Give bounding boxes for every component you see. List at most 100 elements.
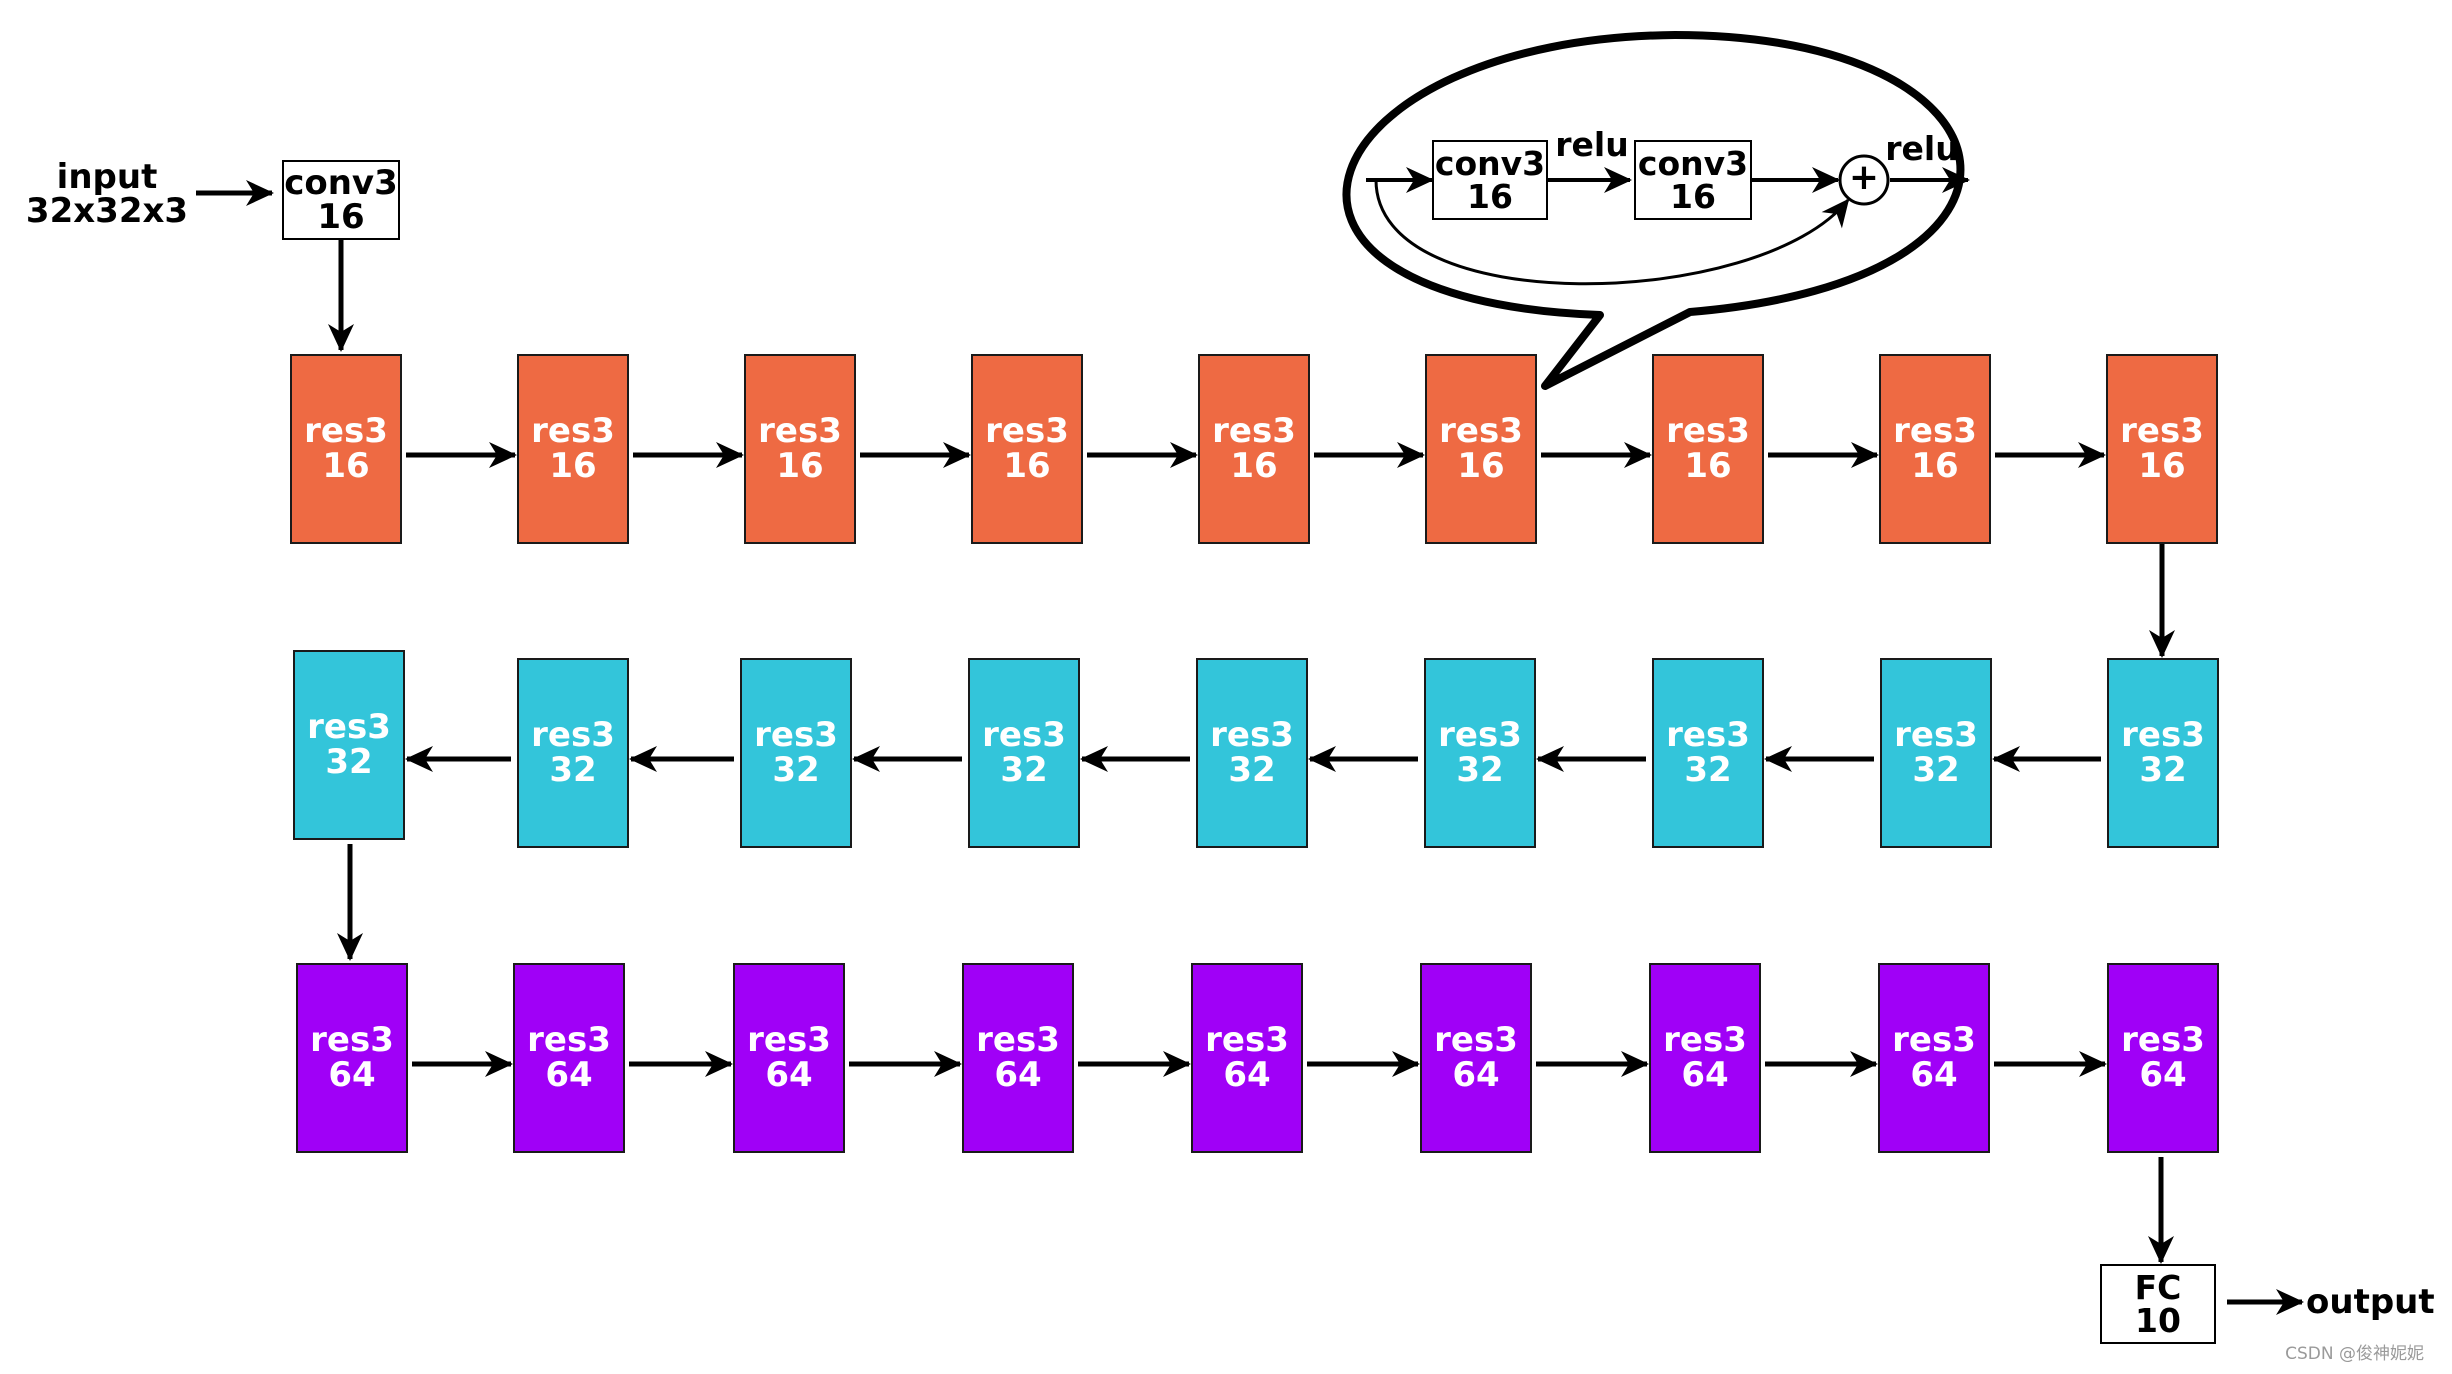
plus-icon: + <box>1848 157 1880 198</box>
res-block-label-channels: 32 <box>549 750 597 790</box>
res-block-label-channels: 16 <box>776 446 824 486</box>
res-block-label-type: res3 <box>2120 411 2204 452</box>
res-block-label-channels: 16 <box>1684 446 1732 486</box>
res-block-label-type: res3 <box>976 1020 1060 1061</box>
res-block-label-channels: 16 <box>1230 446 1278 486</box>
res-block-label-type: res3 <box>1434 1020 1518 1061</box>
stem-conv-line2: 16 <box>317 197 365 237</box>
res-block-label-channels: 64 <box>2139 1055 2187 1095</box>
res-block-label-type: res3 <box>1212 411 1296 452</box>
res-block-label-channels: 16 <box>1003 446 1051 486</box>
res-block-label-type: res3 <box>985 411 1069 452</box>
res-block-label-channels: 32 <box>1000 750 1048 790</box>
res-block-label-type: res3 <box>1663 1020 1747 1061</box>
res-block-label-type: res3 <box>1892 1020 1976 1061</box>
detail-conv-b-line2: 16 <box>1670 177 1716 216</box>
res-block-label-channels: 16 <box>549 446 597 486</box>
res-block-label-channels: 16 <box>322 446 370 486</box>
res-block-label-channels: 64 <box>994 1055 1042 1095</box>
res-block-label-channels: 32 <box>325 742 373 782</box>
res-block-label-type: res3 <box>1666 715 1750 756</box>
fc-box: FC 10 <box>2100 1264 2216 1344</box>
res-block-label-type: res3 <box>2121 715 2205 756</box>
res-block-label-channels: 64 <box>1452 1055 1500 1095</box>
detail-conv-b: conv3 16 <box>1634 140 1752 220</box>
res-block-label-channels: 32 <box>2139 750 2187 790</box>
res-block-label-type: res3 <box>304 411 388 452</box>
res-block-label-channels: 64 <box>1910 1055 1958 1095</box>
res-block-label-channels: 64 <box>1681 1055 1729 1095</box>
stem-conv-line1: conv3 <box>284 163 398 203</box>
res-block-label-channels: 32 <box>1912 750 1960 790</box>
res-block-label-channels: 32 <box>1228 750 1276 790</box>
res-block-label-type: res3 <box>2121 1020 2205 1061</box>
res-block-label-channels: 64 <box>545 1055 593 1095</box>
add-node <box>1838 154 1890 206</box>
res-block-label-channels: 64 <box>1223 1055 1271 1095</box>
detail-conv-a: conv3 16 <box>1432 140 1548 220</box>
res-block-label-type: res3 <box>1893 411 1977 452</box>
stem-conv-box: conv3 16 <box>282 160 400 240</box>
detail-relu-1: relu <box>1555 125 1629 164</box>
res-block-label-type: res3 <box>1205 1020 1289 1061</box>
res-block-label-channels: 64 <box>765 1055 813 1095</box>
res-block-label-type: res3 <box>1666 411 1750 452</box>
detail-conv-a-line2: 16 <box>1467 177 1513 216</box>
res-block-label-type: res3 <box>307 707 391 748</box>
detail-conv-b-line1: conv3 <box>1637 144 1749 183</box>
input-label-line2: 32x32x3 <box>25 191 189 231</box>
res-block-label-type: res3 <box>758 411 842 452</box>
res-block-label-channels: 32 <box>772 750 820 790</box>
input-label-line1: input <box>56 157 158 197</box>
watermark: CSDN @俊神妮妮 <box>2285 1344 2424 1364</box>
res-block-label-type: res3 <box>747 1020 831 1061</box>
res-block-label-channels: 32 <box>1684 750 1732 790</box>
res-block-label-type: res3 <box>1438 715 1522 756</box>
res-block-label-channels: 16 <box>1911 446 1959 486</box>
output-label: output <box>2306 1282 2435 1322</box>
res-block-label-type: res3 <box>310 1020 394 1061</box>
res-block-label-type: res3 <box>1894 715 1978 756</box>
res-block-label-type: res3 <box>1210 715 1294 756</box>
input-label: input 32x32x3 <box>22 160 192 228</box>
res-block-label-type: res3 <box>527 1020 611 1061</box>
fc-line1: FC <box>2134 1268 2182 1307</box>
fc-line2: 10 <box>2135 1301 2181 1340</box>
res-block-label-type: res3 <box>982 715 1066 756</box>
detail-relu-2: relu <box>1885 129 1959 168</box>
skip-connection <box>1374 179 1850 286</box>
res-block-label-channels: 16 <box>1457 446 1505 486</box>
res-block-label-channels: 16 <box>2138 446 2186 486</box>
res-block-label-type: res3 <box>754 715 838 756</box>
res-block-label-type: res3 <box>531 715 615 756</box>
detail-conv-a-line1: conv3 <box>1434 144 1546 183</box>
res-block-label-type: res3 <box>531 411 615 452</box>
row-arrows <box>337 442 2175 1077</box>
res-block-label-channels: 32 <box>1456 750 1504 790</box>
